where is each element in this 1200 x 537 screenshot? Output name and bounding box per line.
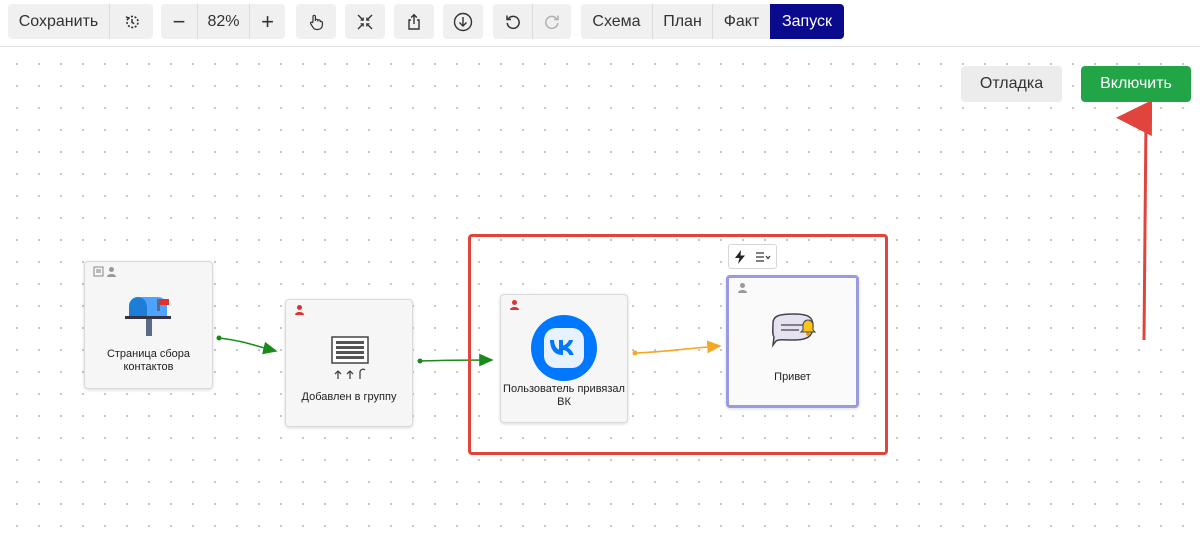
tab-fact[interactable]: Факт <box>712 4 770 39</box>
node-label: Добавлен в группу <box>301 391 397 403</box>
share-icon <box>408 13 420 30</box>
zoom-group: − 82% + <box>161 4 285 39</box>
tab-launch[interactable]: Запуск <box>770 4 844 39</box>
undo-button[interactable] <box>493 4 532 39</box>
node-group-added[interactable]: Добавлен в группу <box>285 299 413 427</box>
zoom-in-button[interactable]: + <box>249 4 285 39</box>
node-badges <box>93 266 117 277</box>
page-icon <box>93 266 104 277</box>
node-label: Привет <box>774 371 811 383</box>
hand-pointer-icon <box>309 14 323 30</box>
history-icon <box>125 15 139 28</box>
history-button[interactable] <box>109 4 153 39</box>
tab-plan[interactable]: План <box>652 4 712 39</box>
redo-icon <box>545 15 559 29</box>
vk-logo-icon <box>531 315 597 381</box>
node-label: Страница сбора контактов <box>106 348 191 373</box>
zoom-level[interactable]: 82% <box>197 4 249 39</box>
top-toolbar: Сохранить − 82% + <box>0 0 1200 47</box>
highlight-frame <box>468 234 888 455</box>
zoom-out-button[interactable]: − <box>172 8 186 34</box>
undo-redo-group <box>493 4 571 39</box>
view-tabs: Схема План Факт Запуск <box>581 4 844 39</box>
collapse-arrows-icon <box>357 14 373 29</box>
undo-icon <box>505 15 520 29</box>
download-button[interactable] <box>443 4 483 39</box>
node-contact-page[interactable]: Страница сбора контактов <box>84 261 213 389</box>
node-vk-linked[interactable]: Пользователь привязал ВК <box>500 294 628 423</box>
lightning-icon[interactable] <box>734 249 746 264</box>
share-button[interactable] <box>394 4 434 39</box>
node-mini-toolbar <box>728 244 777 269</box>
mailbox-icon <box>125 297 171 336</box>
group-list-icon <box>331 336 369 379</box>
arrange-tool-button[interactable] <box>345 4 385 39</box>
enable-button[interactable]: Включить <box>1081 66 1191 102</box>
save-button[interactable]: Сохранить <box>18 12 99 30</box>
node-hello[interactable]: Привет <box>726 275 859 408</box>
save-group: Сохранить <box>8 4 153 39</box>
user-red-icon <box>295 305 304 315</box>
menu-dropdown-icon[interactable] <box>755 251 771 263</box>
user-red-icon <box>510 300 519 310</box>
user-icon <box>107 267 116 277</box>
redo-button[interactable] <box>532 4 571 39</box>
user-icon <box>738 283 747 293</box>
message-bell-icon <box>771 313 817 348</box>
pan-tool-button[interactable] <box>296 4 336 39</box>
node-label: Пользователь привязал ВК <box>503 383 625 408</box>
tab-schema[interactable]: Схема <box>592 12 641 30</box>
download-circle-icon <box>453 12 473 31</box>
debug-button[interactable]: Отладка <box>961 66 1062 102</box>
